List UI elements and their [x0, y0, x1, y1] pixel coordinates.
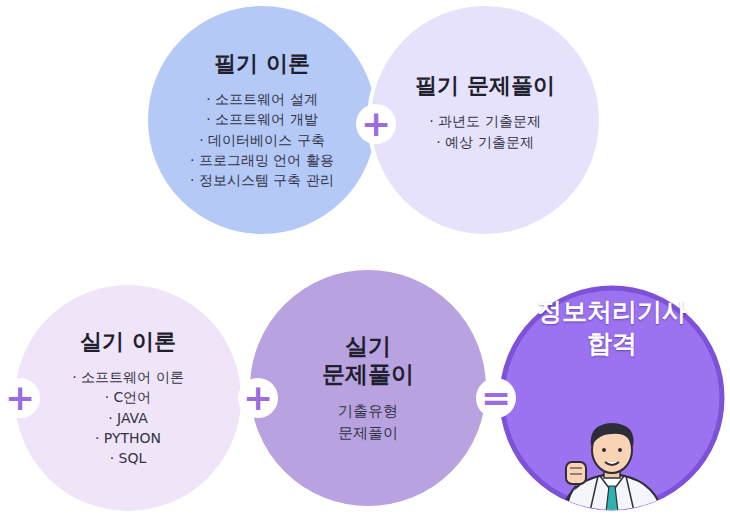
step-circle: 실기 이론 · 소프트웨어 이론· C언어· JAVA· PYTHON· SQL	[11, 281, 245, 515]
plus-sign: +	[238, 378, 278, 418]
circle-fill	[13, 283, 243, 513]
list-item: · 예상 기출문제	[436, 132, 533, 152]
circle-heading: 정보처리기사 합격	[530, 296, 695, 361]
list-item: · 프로그래밍 언어 활용	[190, 150, 334, 170]
circle-heading: 필기 문제풀이	[415, 72, 555, 100]
circle-heading: 필기 이론	[214, 50, 310, 78]
circle-body: 기출유형 문제풀이	[328, 401, 408, 445]
circle-shape	[246, 266, 490, 510]
step-circle: 실기 문제풀이기출유형 문제풀이	[246, 266, 490, 510]
list-item: · 소프트웨어 개발	[206, 109, 317, 129]
circle-content: 실기 문제풀이기출유형 문제풀이	[246, 266, 490, 510]
circle-heading: 실기 문제풀이	[318, 332, 418, 390]
circle-fill	[369, 4, 601, 236]
plus-sign: +	[0, 378, 40, 418]
circle-fill	[502, 288, 722, 508]
list-item: · C언어	[105, 387, 152, 407]
list-item: · 과년도 기출문제	[429, 111, 540, 131]
list-item: · JAVA	[108, 408, 148, 428]
list-item: · 정보시스템 구축 관리	[190, 170, 334, 190]
list-item: · PYTHON	[95, 428, 161, 448]
circle-content: 필기 이론 · 소프트웨어 설계· 소프트웨어 개발· 데이터베이스 구축· 프로…	[144, 2, 380, 238]
step-circle: 정보처리기사 합격	[500, 286, 724, 510]
plus-sign: +	[356, 104, 396, 144]
equals-sign: =	[476, 378, 516, 418]
circle-fill	[248, 268, 488, 508]
circle-fill	[146, 4, 378, 236]
list-item: · 소프트웨어 설계	[206, 89, 317, 109]
list-item: · SQL	[110, 448, 147, 468]
circle-heading: 실기 이론	[80, 328, 176, 356]
list-item: · 소프트웨어 이론	[72, 367, 183, 387]
list-item: · 데이터베이스 구축	[199, 130, 324, 150]
step-circle: 필기 이론 · 소프트웨어 설계· 소프트웨어 개발· 데이터베이스 구축· 프로…	[144, 2, 380, 238]
circle-content: 실기 이론 · 소프트웨어 이론· C언어· JAVA· PYTHON· SQL	[11, 281, 245, 515]
circle-content: 정보처리기사 합격	[500, 286, 724, 510]
circle-content: 필기 문제풀이 · 과년도 기출문제· 예상 기출문제	[367, 2, 603, 238]
step-circle: 필기 문제풀이 · 과년도 기출문제· 예상 기출문제	[367, 2, 603, 238]
